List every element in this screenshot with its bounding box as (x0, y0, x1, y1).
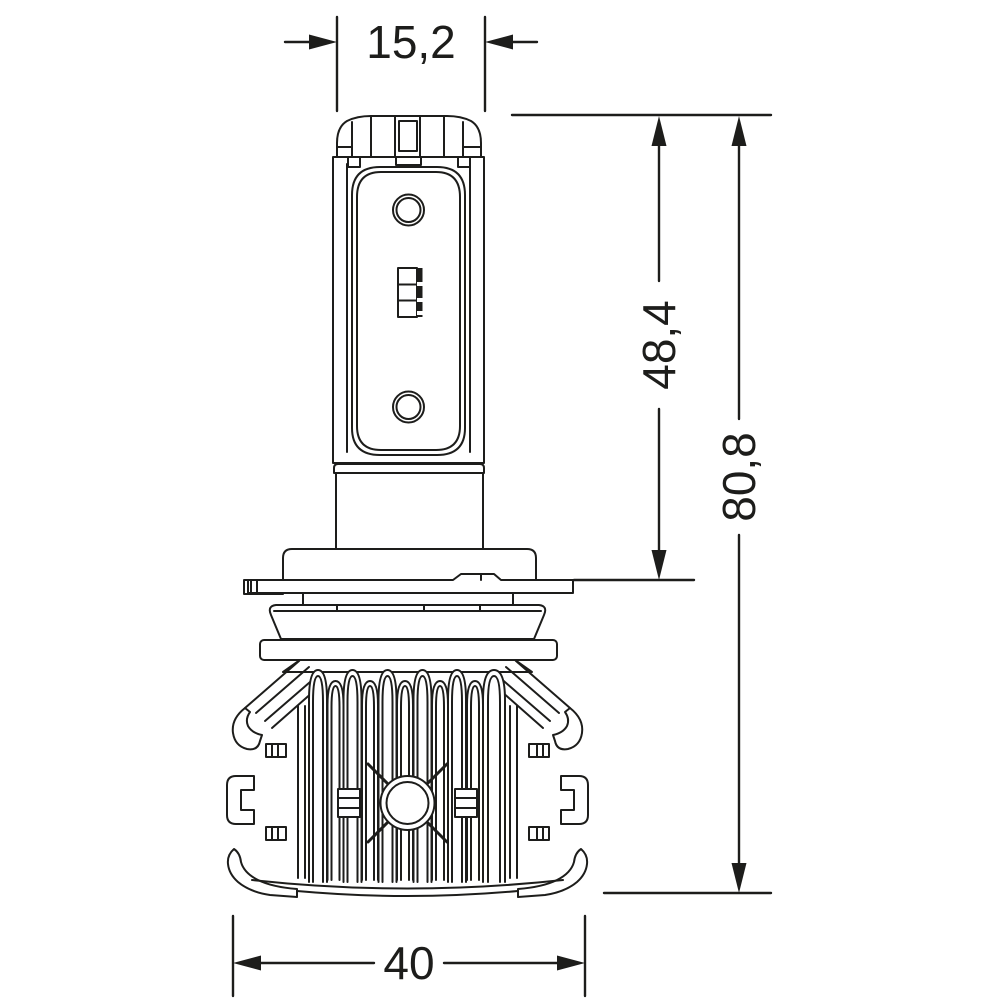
body-step-band (333, 463, 485, 474)
arrow-left-icon (485, 34, 513, 50)
screw-hole-bottom (392, 390, 425, 424)
heat-sink-hub (337, 762, 478, 844)
led-chip (397, 267, 423, 318)
arrow-left-icon (233, 955, 261, 971)
led-window-outer (351, 166, 466, 456)
led-window-inner (356, 171, 461, 451)
socket-collar (282, 548, 537, 581)
dimension-label-body-height: 48,4 (633, 300, 685, 390)
dimension-body-height (510, 113, 773, 582)
mounting-flange (243, 573, 574, 605)
base-plate (259, 639, 558, 661)
screw-hole-top (392, 193, 425, 227)
arrow-down-icon (731, 863, 747, 893)
heat-sink-side-arms (231, 660, 584, 751)
heat-sink-fins (308, 669, 506, 883)
heat-sink-feet (226, 848, 589, 898)
dimension-heatsink-width (231, 914, 587, 998)
bulb-body (332, 156, 485, 550)
dimension-label-heatsink-width: 40 (383, 937, 434, 989)
rubber-gasket (268, 604, 547, 640)
mounting-clips (226, 743, 589, 841)
bulb-cap (336, 115, 482, 168)
dimension-cap-width (283, 15, 539, 113)
dimension-label-total-height: 80,8 (713, 432, 765, 522)
flange-left-tab (243, 579, 284, 595)
dimension-total-height (602, 116, 773, 895)
arrow-down-icon (651, 550, 667, 580)
arrow-up-icon (651, 116, 667, 146)
arrow-right-icon (309, 34, 337, 50)
cap-center-tab (398, 120, 418, 152)
heat-sink (226, 659, 589, 898)
arrow-right-icon (557, 955, 585, 971)
arrow-up-icon (731, 116, 747, 146)
dimension-label-cap-width: 15,2 (366, 16, 456, 68)
